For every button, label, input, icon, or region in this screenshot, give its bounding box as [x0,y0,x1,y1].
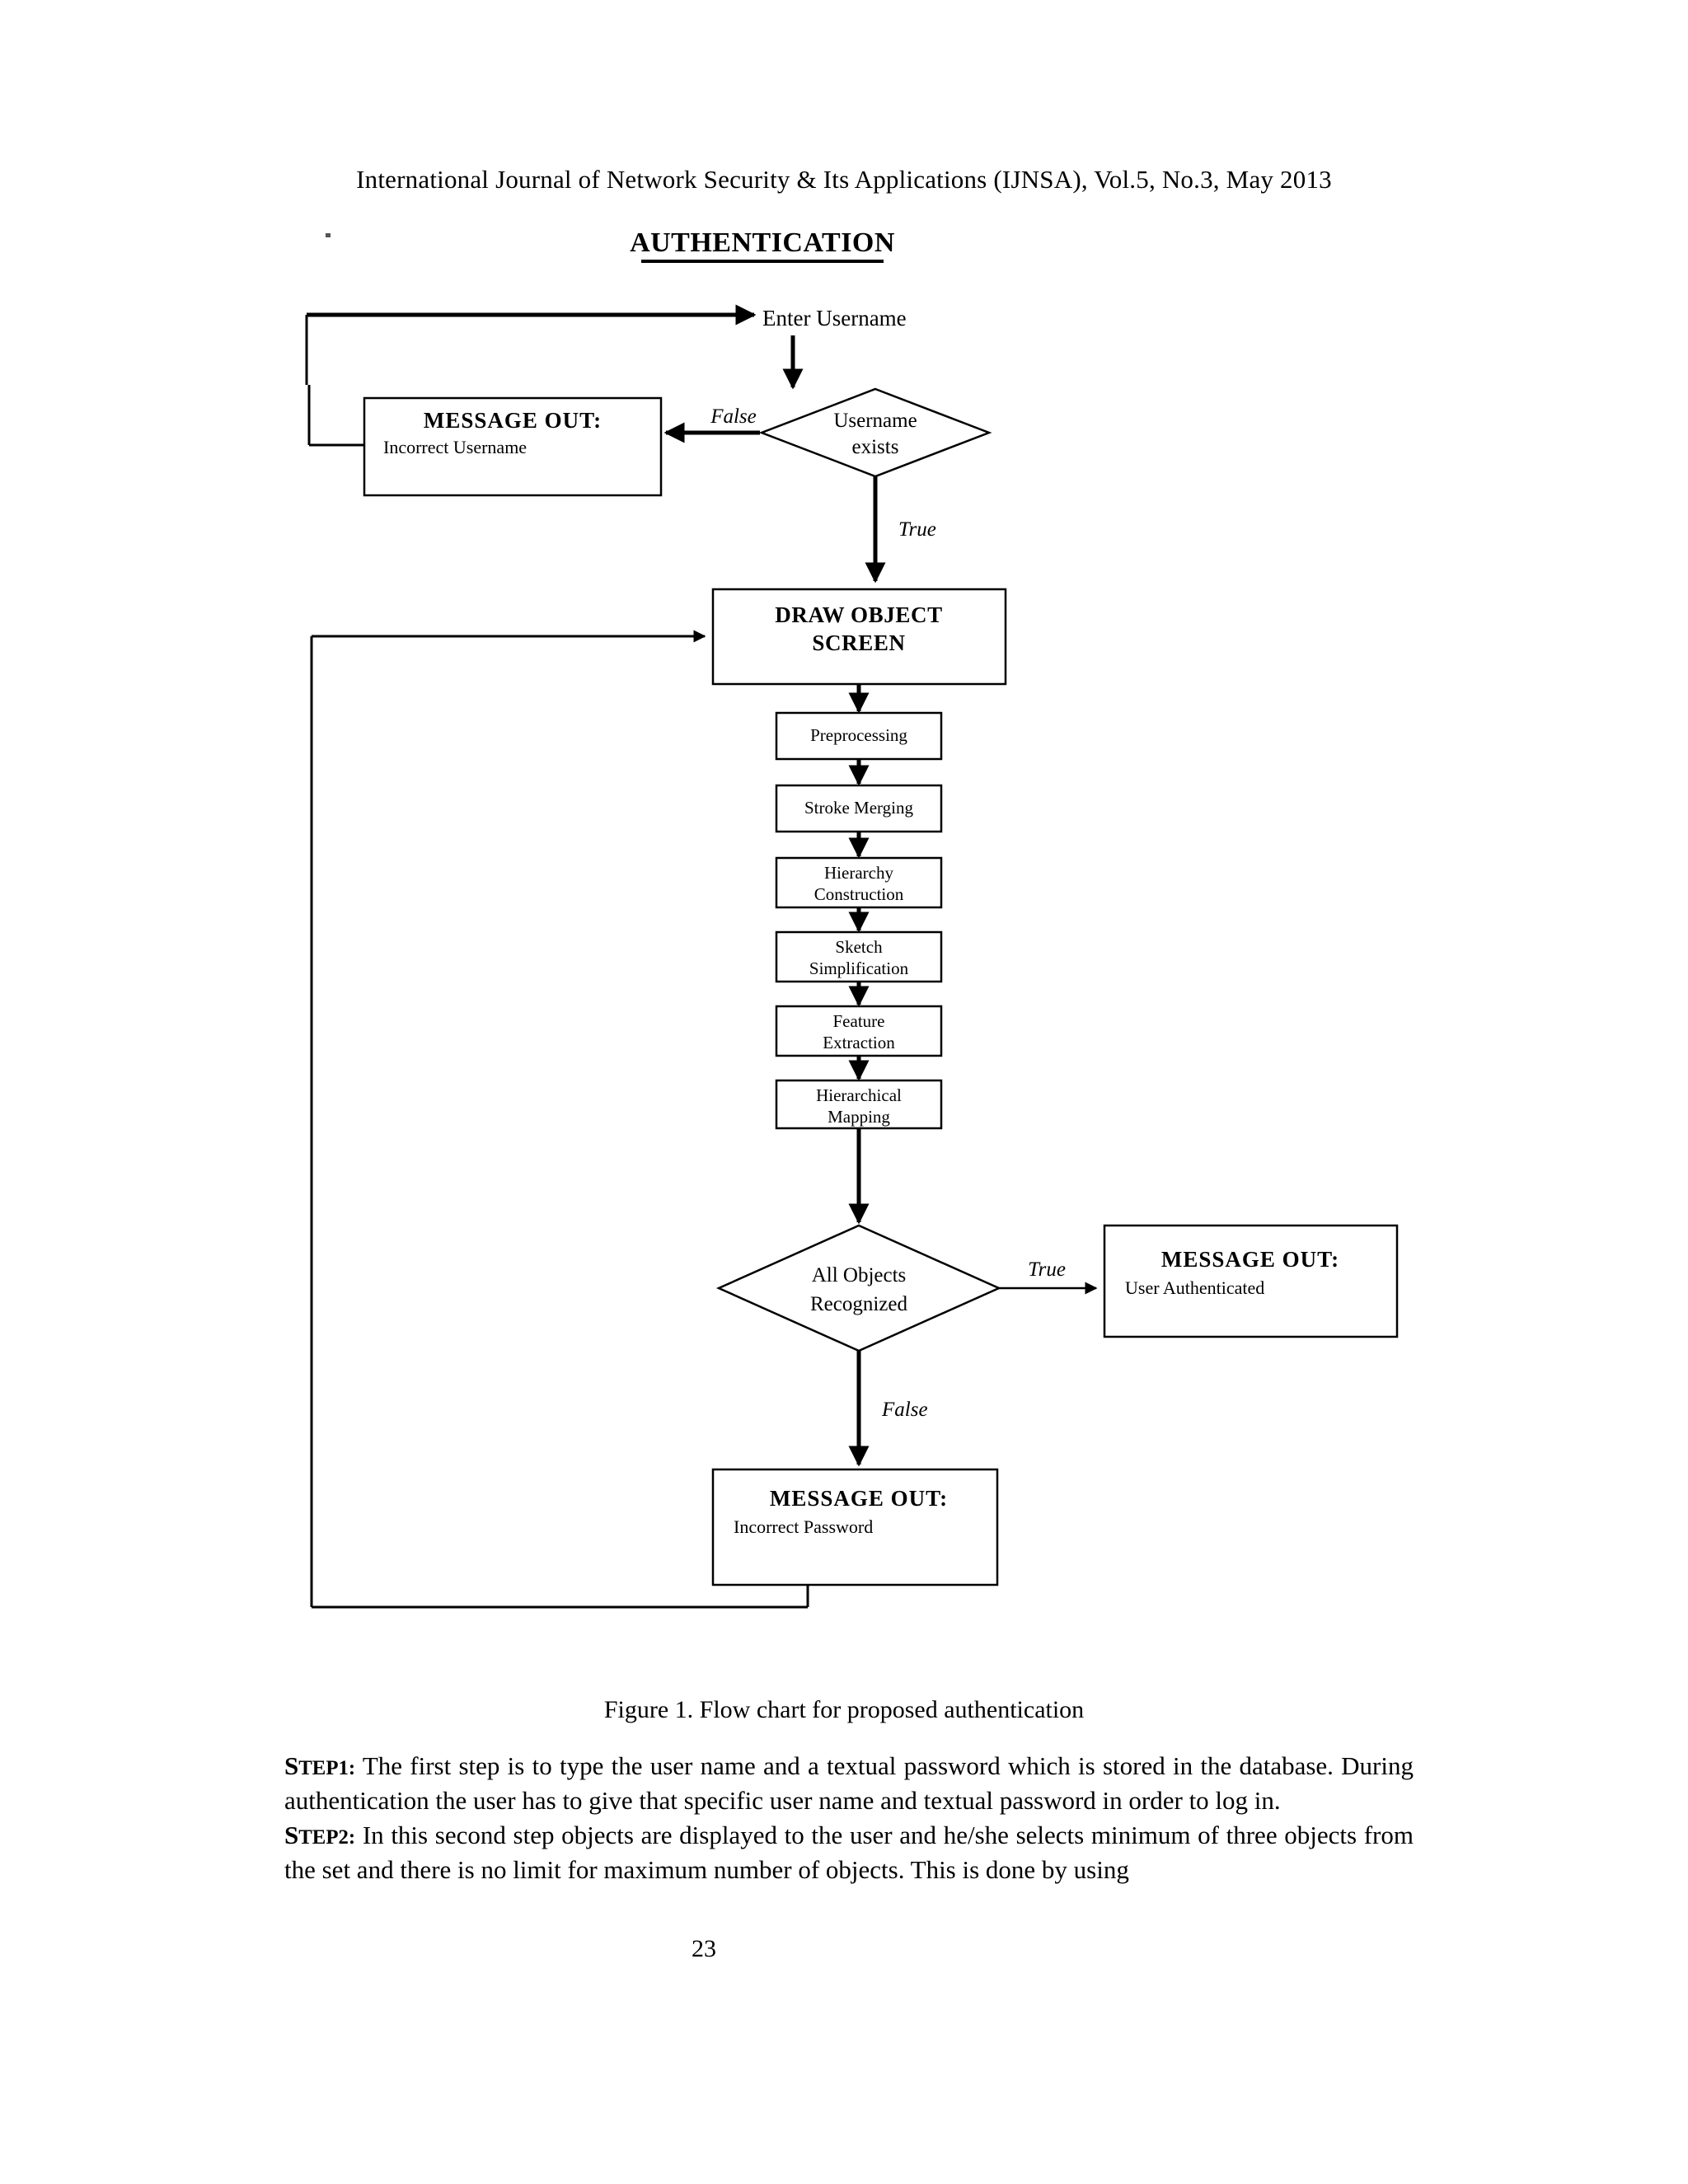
node-hierarchy-construction-label-2: Construction [814,884,904,904]
node-preprocessing-label: Preprocessing [810,725,907,745]
node-incorrect-username-sub: Incorrect Username [383,437,527,457]
step2-text: In this second step objects are displaye… [284,1821,1414,1885]
decision-all-objects-label-1: All Objects [812,1264,907,1286]
node-sketch-simplification-box [775,930,943,983]
edge-label-true-objects: True [1028,1258,1066,1281]
flowchart-figure: AUTHENTICATION Enter Username Username e… [272,218,1442,1669]
decision-username-exists [758,387,992,478]
step2-label: STEP2: [284,1821,356,1850]
node-sketch-simplification-label-1: Sketch [835,937,883,957]
decision-username-exists-label-2: exists [852,436,899,458]
node-hierarchical-mapping-label-1: Hierarchical [816,1085,902,1105]
node-preprocessing-box [775,711,943,761]
journal-header: International Journal of Network Securit… [356,165,1332,194]
figure-title: AUTHENTICATION [630,227,895,258]
node-incorrect-password-box [711,1468,999,1586]
node-incorrect-password-sub: Incorrect Password [734,1516,873,1537]
node-user-authenticated-sub: User Authenticated [1125,1277,1264,1298]
node-hierarchical-mapping-box [775,1079,943,1130]
decision-all-objects-recognized [715,1224,1002,1352]
step1-text: The first step is to type the user name … [284,1751,1414,1816]
node-draw-object-screen-label-1: DRAW OBJECT [775,602,942,627]
node-hierarchy-construction-label-1: Hierarchy [824,863,893,883]
node-feature-extraction-label-1: Feature [833,1011,885,1031]
node-incorrect-password-head: MESSAGE OUT: [770,1486,948,1511]
node-stroke-merging-label: Stroke Merging [804,798,914,818]
edge-label-false-username: False [710,405,757,428]
figure-caption: Figure 1. Flow chart for proposed authen… [603,1696,1085,1723]
node-hierarchical-mapping-label-2: Mapping [828,1107,890,1127]
node-draw-object-screen-box [711,588,1007,686]
node-user-authenticated-box [1103,1224,1399,1338]
node-draw-object-screen-label-2: SCREEN [812,630,905,655]
node-feature-extraction-label-2: Extraction [823,1033,895,1052]
decision-username-exists-label-1: Username [833,410,917,432]
decision-all-objects-label-2: Recognized [810,1293,908,1315]
edge-label-false-objects: False [881,1399,928,1421]
node-hierarchy-construction-box [775,856,943,909]
page-number: 23 [692,1935,716,1962]
node-user-authenticated-head: MESSAGE OUT: [1161,1247,1339,1272]
node-sketch-simplification-label-2: Simplification [809,958,909,978]
paragraph-step2: STEP2: In this second step objects are d… [284,1818,1414,1887]
node-incorrect-username-box [363,396,663,497]
edge-label-true-username: True [898,518,936,541]
node-enter-username: Enter Username [762,306,907,330]
step1-label: STEP1: [284,1751,356,1780]
stray-mark [326,233,331,237]
body-text: STEP1: The first step is to type the use… [284,1749,1414,1888]
node-incorrect-username-head: MESSAGE OUT: [424,408,602,433]
paragraph-step1: STEP1: The first step is to type the use… [284,1749,1414,1818]
